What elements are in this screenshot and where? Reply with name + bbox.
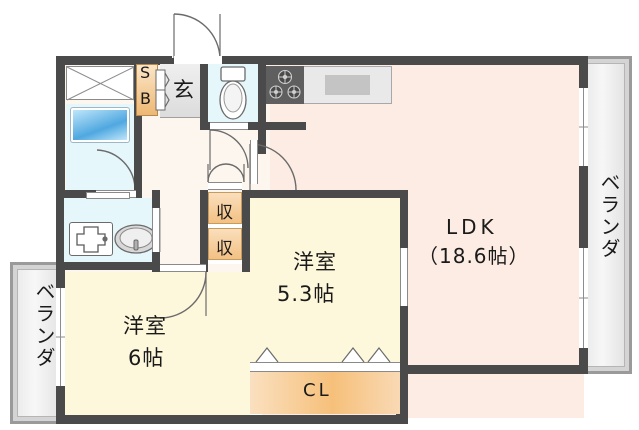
ldk-door-opening bbox=[250, 140, 258, 184]
toilet-door-swing bbox=[209, 129, 249, 170]
kitchen-sink-icon bbox=[325, 75, 370, 95]
closet-lower-label: 収 bbox=[216, 239, 234, 259]
wall-room53-right bbox=[400, 190, 408, 424]
wall-washroom-bottom bbox=[56, 262, 160, 270]
vent-panel-cross-icon bbox=[66, 66, 135, 101]
ldk-door-swing bbox=[249, 143, 297, 191]
genkan-label: 玄 bbox=[173, 78, 195, 102]
washbasin-icon bbox=[114, 224, 158, 254]
washroom-door-swing bbox=[159, 208, 161, 252]
room6-door-swing bbox=[159, 271, 207, 319]
closet-divider bbox=[208, 224, 242, 228]
room-6jo-name: 洋室 bbox=[123, 314, 167, 338]
room-53jo-area: 5.3帖 bbox=[277, 282, 336, 306]
closet-lower bbox=[208, 228, 242, 260]
toilet-icon bbox=[219, 66, 247, 120]
ldk-area: （18.6帖） bbox=[418, 244, 530, 268]
room53-side-opening bbox=[400, 248, 408, 306]
veranda-right-floor bbox=[587, 63, 625, 367]
wall-room53-top bbox=[242, 190, 408, 198]
wall-bathroom-right bbox=[134, 64, 142, 190]
room6-window-sash bbox=[56, 288, 65, 386]
wall-closet-left bbox=[200, 190, 208, 272]
washing-machine-pan-cross bbox=[76, 226, 108, 253]
veranda-right-label: ベランダ bbox=[597, 172, 621, 260]
cl-closet-rail bbox=[250, 362, 400, 372]
closet-bottom-rail bbox=[208, 260, 242, 264]
wall-toilet-right bbox=[258, 64, 266, 130]
bathtub-icon bbox=[70, 107, 130, 143]
toilet-door-opening bbox=[210, 122, 248, 130]
wall-toilet-left bbox=[200, 64, 208, 130]
hall-double-door-opening bbox=[208, 182, 242, 190]
stove-burners-icon bbox=[269, 69, 301, 99]
ldk-name: LDK bbox=[446, 215, 498, 239]
entrance-door-swing bbox=[173, 13, 221, 59]
cl-closet-sliding-markers bbox=[255, 347, 391, 363]
closet-upper bbox=[208, 192, 242, 224]
hall-double-door-swing bbox=[207, 163, 245, 183]
entrance-door-opening bbox=[174, 56, 222, 65]
wall-hall-right-upper bbox=[258, 130, 266, 154]
room-53jo-name: 洋室 bbox=[293, 250, 337, 274]
closet-upper-label: 収 bbox=[216, 203, 234, 223]
room6-door-opening bbox=[160, 264, 206, 272]
wall-top bbox=[56, 56, 588, 65]
shoe-box-label-b: B bbox=[140, 89, 152, 108]
veranda-left-label: ベランダ bbox=[32, 281, 56, 369]
wall-right bbox=[579, 56, 588, 374]
veranda-left-floor bbox=[17, 269, 61, 417]
shoe-box-door-marks bbox=[155, 69, 170, 111]
room-53jo-floor bbox=[250, 198, 400, 362]
wall-left-upper bbox=[56, 56, 65, 268]
washroom-vent bbox=[86, 192, 130, 199]
shoe-box-label-s: S bbox=[140, 63, 152, 82]
wall-kitchen-below bbox=[266, 122, 306, 130]
wall-bottom-left bbox=[56, 415, 404, 424]
wall-bottom-right bbox=[396, 365, 588, 374]
bathroom-door-swing bbox=[96, 149, 136, 191]
wall-hall-right-lower bbox=[242, 190, 250, 272]
ldk-window-upper-sash bbox=[579, 88, 588, 166]
cl-closet-label: CL bbox=[303, 380, 332, 401]
room-6jo-floor bbox=[60, 272, 250, 422]
ldk-window-lower-sash bbox=[579, 248, 588, 348]
room-6jo-area: 6帖 bbox=[128, 346, 165, 370]
cl-closet bbox=[250, 372, 400, 414]
